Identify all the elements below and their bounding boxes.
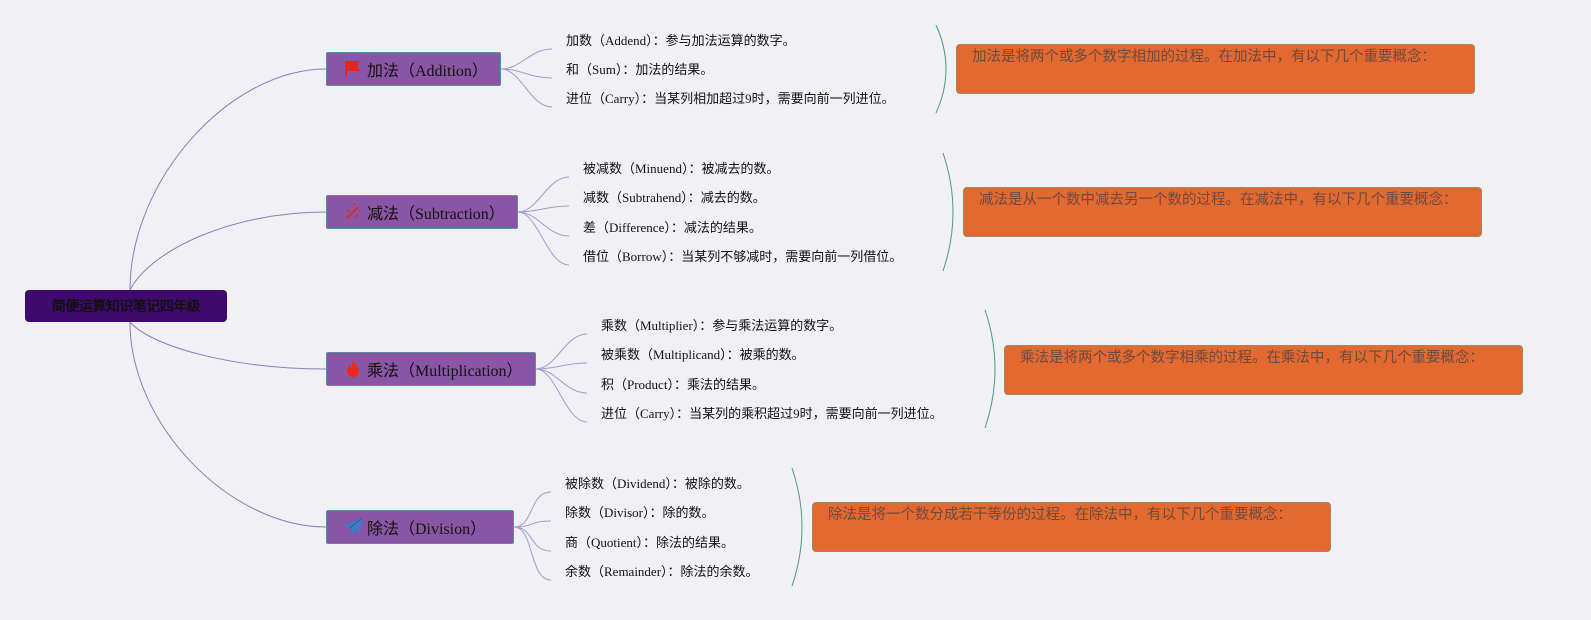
leaf-item[interactable]: 乘数（Multiplier）：参与乘法运算的数字。 <box>601 318 843 333</box>
fire-icon <box>343 359 363 379</box>
leaf-item[interactable]: 商（Quotient）：除法的结果。 <box>565 535 734 550</box>
root-branch-connector <box>129 321 327 528</box>
summary-brace <box>935 24 947 114</box>
leaf-connector <box>500 68 553 79</box>
leaf-item[interactable]: 除数（Divisor）：除的数。 <box>565 505 715 520</box>
summary-box[interactable]: 加法是将两个或多个数字相加的过程。在加法中，有以下几个重要概念： <box>956 44 1475 94</box>
branch-label: 除法（Division） <box>367 521 487 538</box>
leaf-connector <box>535 333 588 370</box>
branch-node-3[interactable]: 除法（Division） <box>326 510 514 544</box>
summary-box[interactable]: 减法是从一个数中减去另一个数的过程。在减法中，有以下几个重要概念： <box>963 187 1482 237</box>
summary-brace <box>791 467 803 587</box>
leaf-connector <box>517 205 570 213</box>
leaf-connector <box>513 520 552 528</box>
leaf-item[interactable]: 进位（Carry）：当某列的乘积超过9时，需要向前一列进位。 <box>601 406 943 421</box>
leaf-item[interactable]: 差（Difference）：减法的结果。 <box>583 220 762 235</box>
leaf-item[interactable]: 余数（Remainder）：除法的余数。 <box>565 564 759 579</box>
leaf-connector <box>517 176 570 213</box>
magic-wand-icon <box>343 202 363 222</box>
leaf-item[interactable]: 被乘数（Multiplicand）：被乘的数。 <box>601 347 805 362</box>
paper-plane-icon <box>343 517 363 537</box>
leaf-connector <box>513 491 552 528</box>
leaf-item[interactable]: 被减数（Minuend）：被减去的数。 <box>583 161 780 176</box>
leaf-connector <box>513 526 552 581</box>
root-branch-connector <box>129 321 327 370</box>
leaf-connector <box>517 211 570 266</box>
leaf-connector <box>535 368 588 394</box>
leaf-item[interactable]: 和（Sum）：加法的结果。 <box>566 62 714 77</box>
summary-brace <box>984 309 996 429</box>
leaf-item[interactable]: 进位（Carry）：当某列相加超过9时，需要向前一列进位。 <box>566 91 895 106</box>
summary-brace <box>942 152 954 272</box>
root-node[interactable]: 简便运算知识笔记四年级 <box>25 290 227 322</box>
summary-box[interactable]: 除法是将一个数分成若干等份的过程。在除法中，有以下几个重要概念： <box>812 502 1331 552</box>
leaf-connector <box>500 68 553 108</box>
leaf-item[interactable]: 借位（Borrow）：当某列不够减时，需要向前一列借位。 <box>583 249 903 264</box>
leaf-connector <box>535 368 588 423</box>
leaf-item[interactable]: 被除数（Dividend）：被除的数。 <box>565 476 750 491</box>
branch-label: 加法（Addition） <box>367 63 488 80</box>
summary-box[interactable]: 乘法是将两个或多个数字相乘的过程。在乘法中，有以下几个重要概念： <box>1004 345 1523 395</box>
branch-node-2[interactable]: 乘法（Multiplication） <box>326 352 536 386</box>
root-label: 简便运算知识笔记四年级 <box>51 299 201 315</box>
flag-icon <box>343 59 363 79</box>
branch-label: 减法（Subtraction） <box>367 206 505 223</box>
branch-node-1[interactable]: 减法（Subtraction） <box>326 195 518 229</box>
leaf-item[interactable]: 减数（Subtrahend）：减去的数。 <box>583 190 766 205</box>
leaf-connector <box>517 211 570 237</box>
leaf-connector <box>500 48 553 70</box>
leaf-item[interactable]: 加数（Addend）：参与加法运算的数字。 <box>566 33 796 48</box>
root-branch-connector <box>129 211 327 291</box>
leaf-connector <box>513 526 552 552</box>
root-branch-connector <box>129 68 327 291</box>
leaf-item[interactable]: 积（Product）：乘法的结果。 <box>601 377 765 392</box>
leaf-connector <box>535 362 588 370</box>
branch-node-0[interactable]: 加法（Addition） <box>326 52 501 86</box>
branch-label: 乘法（Multiplication） <box>367 363 523 380</box>
